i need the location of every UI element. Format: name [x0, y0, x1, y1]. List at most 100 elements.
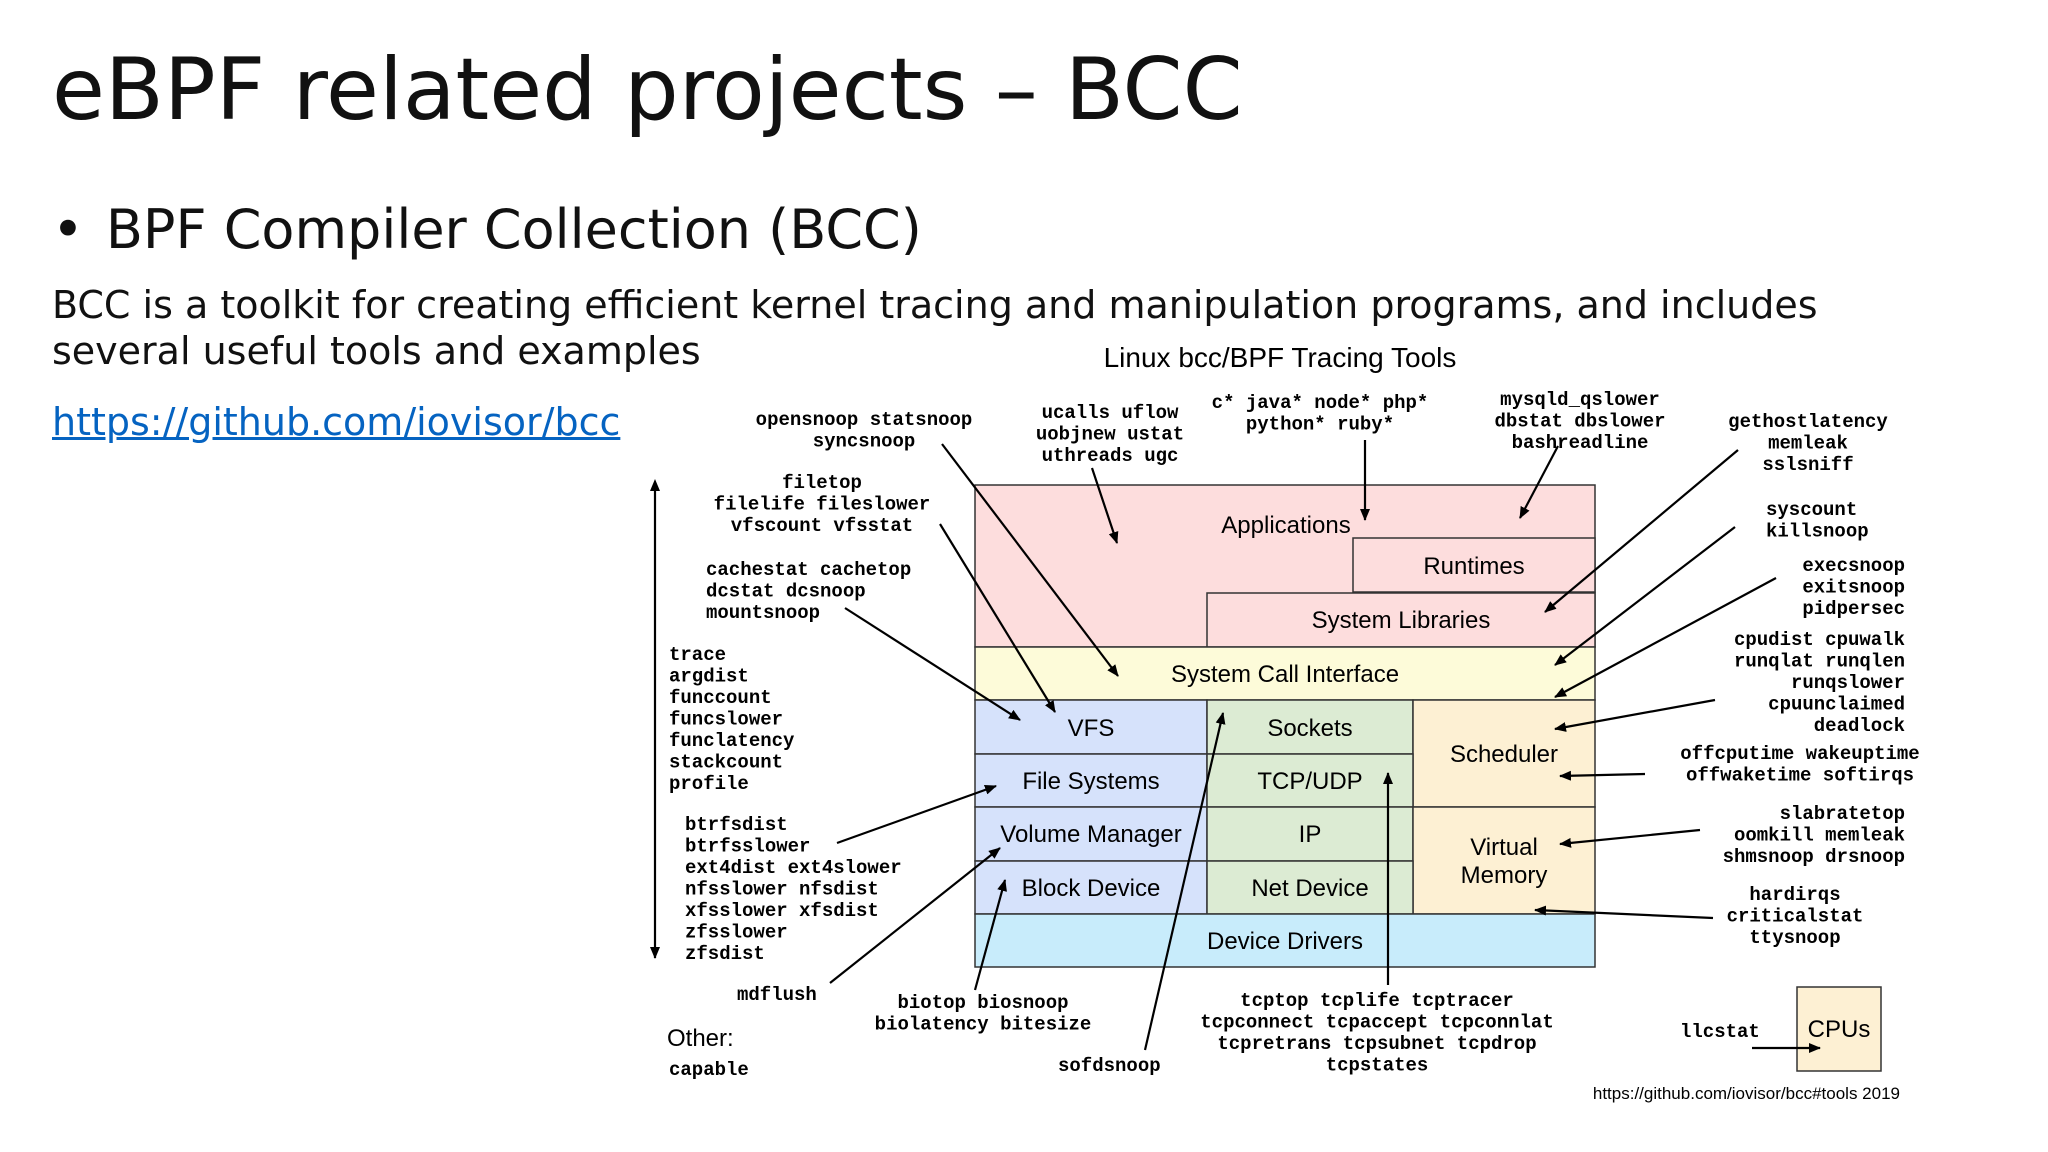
- tool-name-line: sslsniff: [1762, 454, 1853, 476]
- arrow-ucalls: [1090, 467, 1119, 544]
- layer-label: Block Device: [1022, 875, 1161, 902]
- net-device-box: [1206, 860, 1414, 915]
- tool-name-line: c* java* node* php*: [1212, 392, 1429, 414]
- slide-title: eBPF related projects – BCC: [52, 40, 1243, 140]
- arrow-biotop: [973, 879, 1007, 991]
- arrow-btrfs: [836, 784, 997, 845]
- layer-label: CPUs: [1808, 1016, 1871, 1043]
- tool-name-line: tcpstates: [1326, 1055, 1429, 1077]
- diagram-footer: https://github.com/iovisor/bcc#tools 201…: [1593, 1084, 1900, 1103]
- arrow-filetop: [939, 523, 1056, 713]
- tool-name-line: oomkill memleak: [1734, 825, 1905, 847]
- tool-name-line: argdist: [669, 666, 749, 688]
- tool-name-line: cachestat cachetop: [706, 559, 911, 581]
- arrow-sofdsnoop: [1143, 712, 1226, 1051]
- system-libraries-box: [1206, 592, 1596, 648]
- tool-name-line: funclatency: [669, 730, 795, 752]
- file-systems-box: [974, 753, 1208, 808]
- tool-name-line: tcptop tcplife tcptracer: [1240, 990, 1514, 1012]
- tool-name-line: shmsnoop drsnoop: [1723, 846, 1905, 868]
- tool-label-langs: c* java* node* php*python* ruby*: [1212, 392, 1429, 436]
- block-device-box: [974, 860, 1208, 915]
- arrow-gethost: [1544, 449, 1739, 613]
- layer-label: Device Drivers: [1207, 928, 1363, 955]
- tool-name-line: biotop biosnoop: [897, 992, 1068, 1014]
- arrow-hardirqs: [1534, 905, 1714, 920]
- tool-name-line: mountsnoop: [706, 602, 820, 624]
- tool-name-line: uthreads ugc: [1042, 445, 1179, 467]
- layer-label: Runtimes: [1423, 553, 1524, 580]
- arrow-cachestat: [844, 607, 1021, 721]
- tool-name-line: filelife fileslower: [714, 494, 931, 516]
- tool-name-line: tcpretrans tcpsubnet tcpdrop: [1217, 1033, 1536, 1055]
- tool-name-line: slabratetop: [1780, 803, 1905, 825]
- arrow-execsnoop: [1554, 577, 1777, 698]
- arrow-offcpu: [1559, 770, 1646, 781]
- tool-label-capable: capable: [669, 1059, 749, 1081]
- layer-label: VFS: [1068, 715, 1115, 742]
- tool-label-llcstat: llcstat: [1680, 1021, 1760, 1043]
- syscall-box: [974, 646, 1596, 701]
- device-drivers-box: [974, 913, 1596, 968]
- bullet-point: •BPF Compiler Collection (BCC): [52, 198, 922, 261]
- layer-label: Sockets: [1267, 715, 1352, 742]
- layer-label: Volume Manager: [1000, 821, 1181, 848]
- tool-name-line: syscount: [1766, 499, 1857, 521]
- tool-name-line: btrfsslower: [685, 836, 810, 858]
- layer-label: System Call Interface: [1171, 661, 1399, 688]
- tool-name-line: memleak: [1768, 433, 1848, 455]
- tool-name-line: criticalstat: [1727, 906, 1864, 928]
- layer-label: Applications: [1221, 512, 1350, 539]
- tool-name-line: ttysnoop: [1749, 927, 1840, 949]
- github-link[interactable]: https://github.com/iovisor/bcc: [52, 400, 621, 444]
- tool-name-line: profile: [669, 773, 749, 795]
- layer-label: File Systems: [1022, 768, 1159, 795]
- tool-name-line: zfsdist: [685, 943, 765, 965]
- tool-name-line: uobjnew ustat: [1036, 424, 1184, 446]
- other-label: Other:: [667, 1025, 734, 1052]
- tool-name-line: dbstat dbslower: [1494, 411, 1665, 433]
- tool-name-line: hardirqs: [1749, 884, 1840, 906]
- arrow-opensnoop: [941, 443, 1119, 677]
- tool-name-line: dcstat dcsnoop: [706, 581, 866, 603]
- layer-label: IP: [1299, 821, 1322, 848]
- tool-name-line: opensnoop statsnoop: [756, 409, 973, 431]
- tool-name-line: pidpersec: [1802, 598, 1905, 620]
- arrow-mysql: [1519, 445, 1559, 519]
- description-text: BCC is a toolkit for creating efficient …: [52, 283, 1818, 373]
- layer-label: System Libraries: [1312, 607, 1491, 634]
- tool-name-line: biolatency bitesize: [875, 1014, 1092, 1036]
- diagram-title: Linux bcc/BPF Tracing Tools: [1104, 342, 1457, 373]
- tool-name-line: cpuunclaimed: [1768, 694, 1905, 716]
- layer-label: Memory: [1461, 862, 1548, 889]
- arrow-syscount: [1554, 526, 1736, 666]
- tool-name-line: execsnoop: [1802, 555, 1905, 577]
- tool-name-line: ucalls uflow: [1042, 402, 1179, 424]
- tool-name-line: syncsnoop: [813, 431, 916, 453]
- arrow-mdflush: [829, 847, 1001, 984]
- layer-label: Scheduler: [1450, 741, 1558, 768]
- tool-name-line: runqslower: [1791, 672, 1905, 694]
- tool-name-line: trace: [669, 644, 726, 666]
- tool-name-line: runqlat runqlen: [1734, 651, 1905, 673]
- arrow-cpudist: [1554, 698, 1716, 732]
- volume-manager-box: [974, 806, 1208, 862]
- tool-label-sofdsnoop: sofdsnoop: [1058, 1055, 1161, 1077]
- tool-name-line: killsnoop: [1766, 521, 1869, 543]
- tool-label-mdflush: mdflush: [737, 984, 817, 1006]
- scheduler-box: [1412, 699, 1596, 808]
- virtual-memory-box: [1412, 806, 1596, 915]
- layer-label: Net Device: [1251, 875, 1368, 902]
